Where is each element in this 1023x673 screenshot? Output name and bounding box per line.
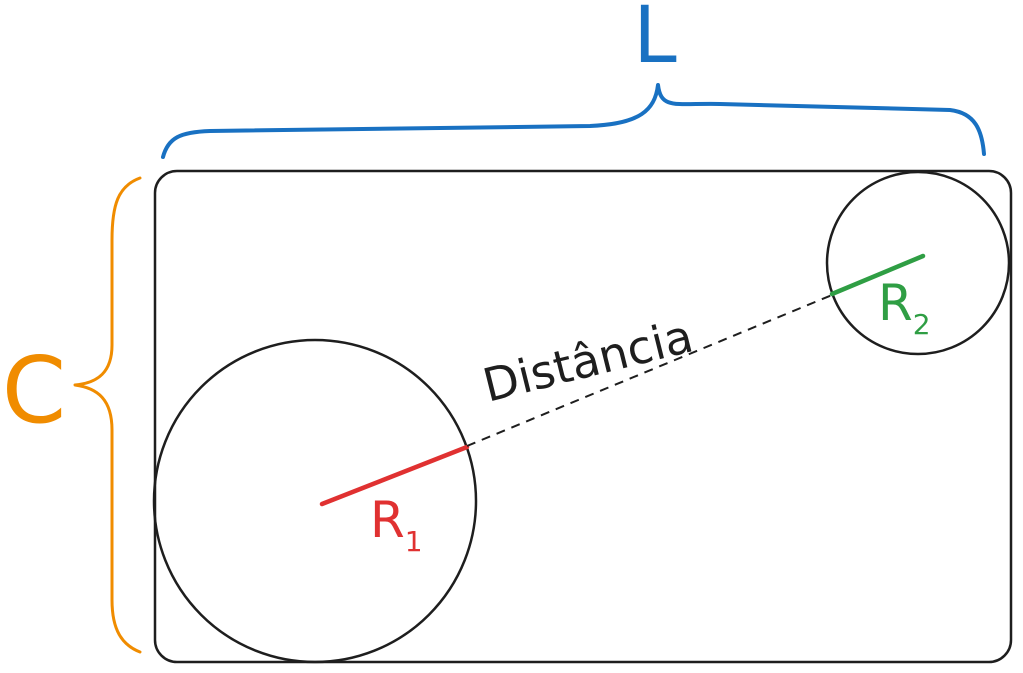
radius-1-label: R1 bbox=[370, 491, 423, 558]
circle-1 bbox=[152, 338, 478, 664]
circle-2 bbox=[825, 170, 1011, 356]
radius-2-letter: R bbox=[878, 274, 913, 332]
height-brace bbox=[73, 176, 142, 654]
height-label: C bbox=[2, 337, 66, 444]
radius-2-subscript: 2 bbox=[913, 308, 931, 341]
width-label: L bbox=[633, 0, 677, 81]
radius-1-line bbox=[319, 444, 470, 507]
container-rectangle bbox=[153, 169, 1013, 664]
radius-1-subscript: 1 bbox=[405, 525, 423, 558]
radius-1-letter: R bbox=[370, 491, 405, 549]
radius-2-label: R2 bbox=[878, 274, 931, 341]
radius-2-line bbox=[829, 253, 926, 297]
width-brace bbox=[161, 83, 986, 159]
distance-line bbox=[466, 294, 833, 447]
